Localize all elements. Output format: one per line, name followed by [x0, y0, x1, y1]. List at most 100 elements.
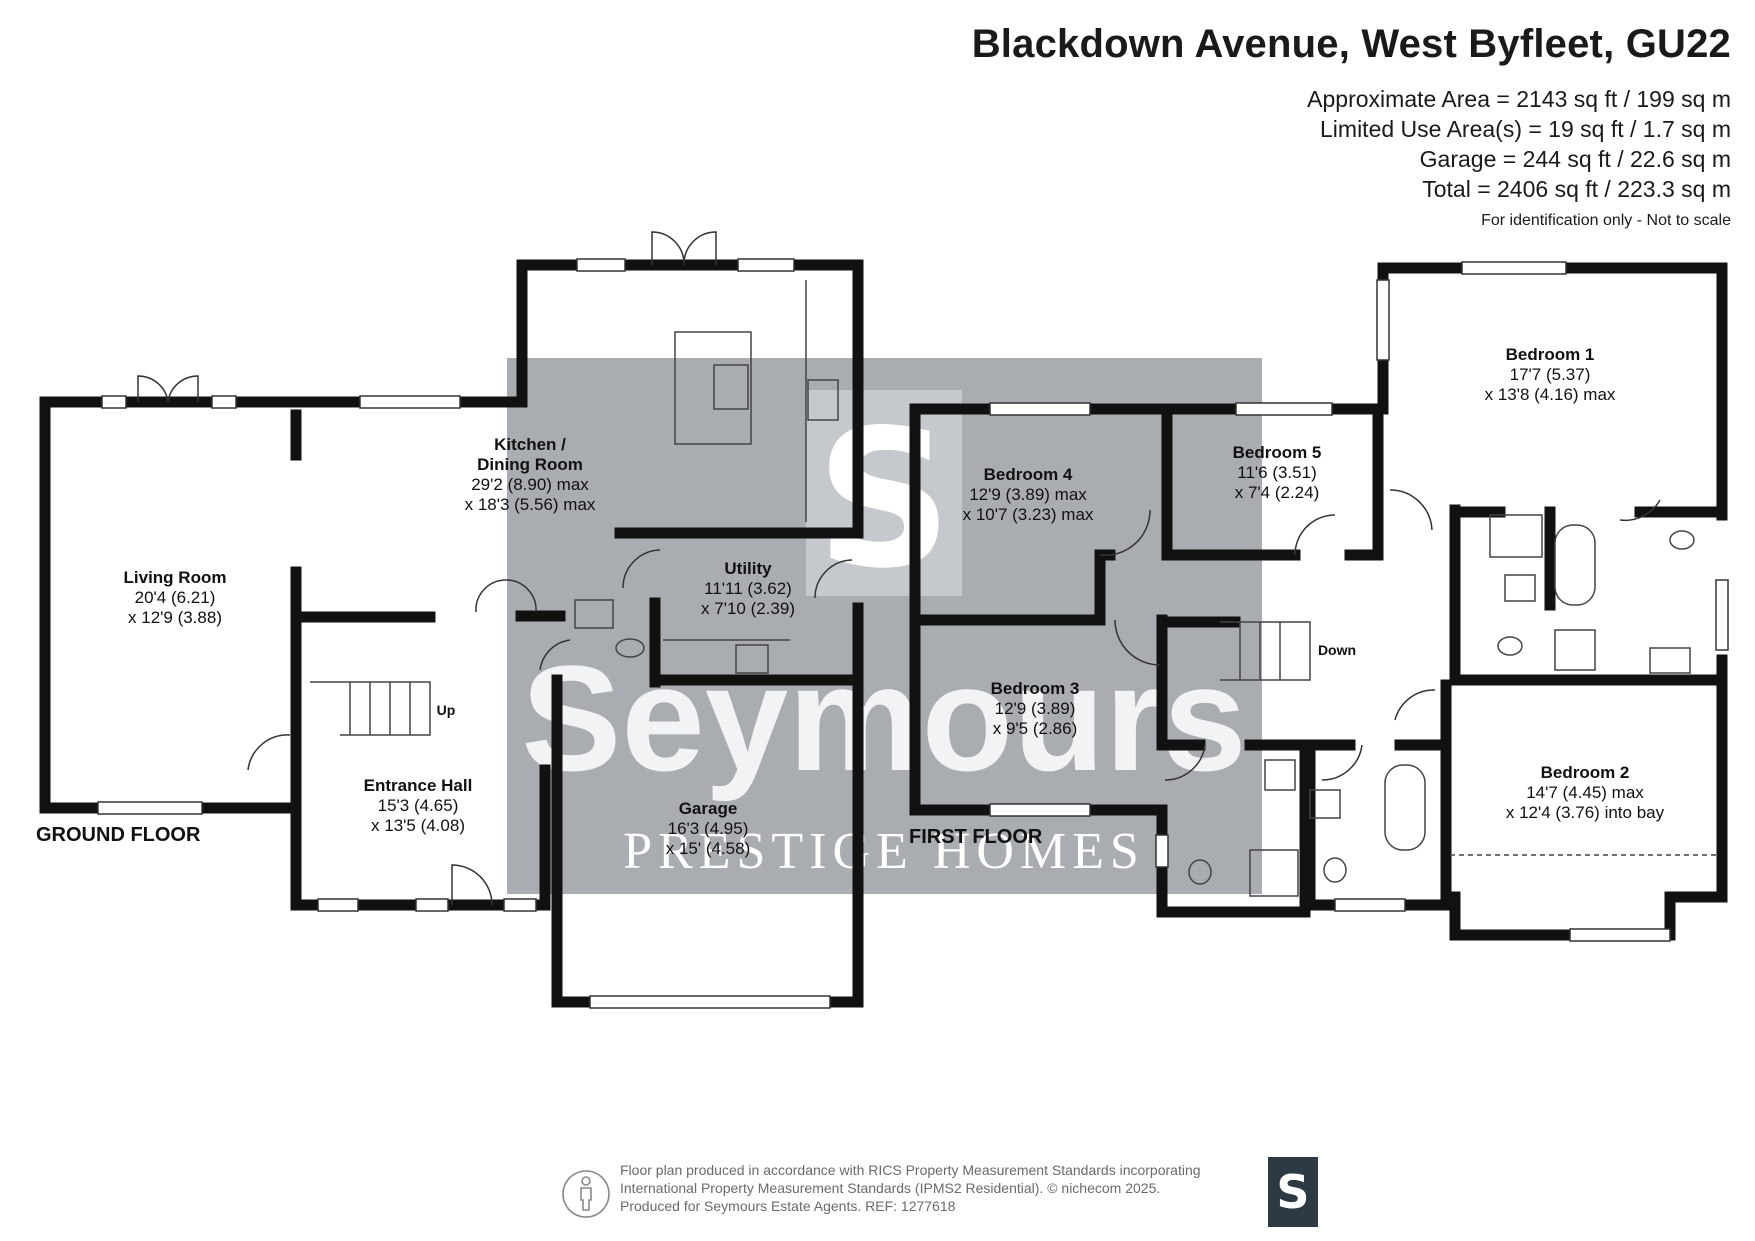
stairs-down-label: Down: [1318, 642, 1356, 658]
watermark-s-letter: S: [816, 389, 953, 610]
bathroom-bath: [1384, 764, 1426, 851]
shower-room-shower: [1249, 849, 1299, 897]
bedroom1-name: Bedroom 1: [1506, 345, 1595, 364]
ground-floor-label: GROUND FLOOR: [36, 824, 201, 846]
bedroom3-name: Bedroom 3: [991, 679, 1080, 698]
bed3-door: [1114, 619, 1161, 666]
kitchen-hob: [807, 379, 839, 421]
kitchen-window-right: [737, 258, 795, 272]
scale-disclaimer: For identification only - Not to scale: [1481, 212, 1731, 229]
bedroom5-dim2: x 7'4 (2.24): [1235, 483, 1320, 502]
seymours-logo: S: [1268, 1157, 1318, 1227]
first-floor-label: FIRST FLOOR: [909, 826, 1043, 848]
garage-area: Garage = 244 sq ft / 22.6 sq m: [1419, 146, 1731, 172]
wc-toilet: [615, 638, 645, 658]
living-window-top-wide: [359, 395, 461, 409]
kitchen-dim1: 29'2 (8.90) max: [471, 475, 589, 494]
kitchen-window-left: [576, 258, 626, 272]
bedroom1-dim1: 17'7 (5.37): [1510, 365, 1591, 384]
living-french-doors: [137, 375, 199, 403]
bed3-window: [989, 803, 1091, 817]
bed1-window-left: [1376, 279, 1390, 361]
total-area: Total = 2406 sq ft / 223.3 sq m: [1422, 176, 1731, 202]
living-window-top-left: [101, 395, 127, 409]
bedroom4-dim1: 12'9 (3.89) max: [969, 485, 1087, 504]
kitchen-left-wall: [516, 259, 864, 531]
bed5-window: [1235, 402, 1333, 416]
garage-name: Garage: [679, 799, 738, 818]
ensuite-basin-left: [1504, 574, 1536, 602]
entrance-window-right: [415, 898, 449, 912]
utility-name: Utility: [724, 559, 772, 578]
entrance-hall-name: Entrance Hall: [364, 776, 473, 795]
entrance-door: [451, 864, 493, 906]
bedroom5-dim1: 11'6 (3.51): [1237, 463, 1316, 482]
garage-dim2: x 15' (4.58): [666, 839, 751, 858]
bed1-window-top: [1461, 261, 1567, 275]
bed4-window: [989, 402, 1091, 416]
living-entrance-door: [247, 734, 291, 771]
bathroom-toilet: [1323, 857, 1347, 883]
footer-line-3: Produced for Seymours Estate Agents. REF…: [620, 1198, 956, 1214]
ensuite-door: [1619, 499, 1661, 522]
ensuite-toilet: [1669, 530, 1695, 550]
kitchen-name2: Dining Room: [477, 455, 583, 474]
utility-dim1: 11'11 (3.62): [704, 579, 792, 598]
bedroom3-dim2: x 9'5 (2.86): [993, 719, 1078, 738]
living-room-dim2: x 12'9 (3.88): [128, 608, 222, 627]
stairs-up-label: Up: [437, 702, 456, 718]
footer-line-1: Floor plan produced in accordance with R…: [620, 1162, 1201, 1178]
ensuite-toilet-2: [1497, 636, 1523, 656]
wc-basin: [574, 599, 614, 629]
bed5-door: [1294, 514, 1336, 556]
bedroom2-dim2: x 12'4 (3.76) into bay: [1506, 803, 1665, 822]
watermark-s-box: [806, 390, 962, 596]
living-window-bottom: [97, 801, 203, 815]
windows: [97, 258, 1729, 1009]
limited-use-area: Limited Use Area(s) = 19 sq ft / 1.7 sq …: [1320, 116, 1731, 142]
bathroom-door: [1321, 744, 1363, 781]
ensuite-window: [1715, 579, 1729, 651]
stairs-first: [1220, 621, 1311, 681]
living-window-top-right: [211, 395, 237, 409]
stair-door: [1164, 744, 1206, 781]
ensuite-bath: [1554, 524, 1596, 606]
watermark-subtitle: PRESTIGE HOMES: [623, 823, 1145, 880]
ensuite-walls: [1449, 504, 1726, 686]
utility-sink: [735, 644, 769, 674]
fixtures: [310, 280, 1718, 897]
bedroom3-dim1: 12'9 (3.89): [995, 699, 1076, 718]
utility-door: [622, 549, 661, 589]
wc-door: [539, 639, 571, 671]
kitchen-name1: Kitchen /: [494, 435, 566, 454]
entrance-window-far-right: [503, 898, 537, 912]
shower-room-toilet: [1188, 859, 1212, 885]
person-icon: [562, 1170, 610, 1218]
bed2-bay-window: [1569, 928, 1671, 942]
garage-door: [589, 995, 831, 1009]
shower-window: [1155, 834, 1169, 868]
bed1-door: [1389, 489, 1433, 531]
doors: [137, 231, 1661, 906]
living-room-name: Living Room: [124, 568, 227, 587]
watermark-brand: Seymours: [521, 634, 1246, 802]
utility-dim2: x 7'10 (2.39): [701, 599, 795, 618]
bedroom1-dim2: x 13'8 (4.16) max: [1485, 385, 1616, 404]
entrance-window-left: [317, 898, 359, 912]
ensuite-shower-2: [1554, 629, 1596, 671]
living-room-dim1: 20'4 (6.21): [135, 588, 216, 607]
property-title: Blackdown Avenue, West Byfleet, GU22: [971, 22, 1731, 66]
bedroom2-name: Bedroom 2: [1541, 763, 1630, 782]
footer-text: Floor plan produced in accordance with R…: [620, 1161, 1201, 1215]
watermark: S Seymours PRESTIGE HOMES: [507, 358, 1262, 894]
bed5-right-wall: [1344, 403, 1384, 561]
shower-room-basin: [1264, 759, 1296, 791]
room-labels: Living Room 20'4 (6.21) x 12'9 (3.88) Ki…: [124, 345, 1665, 858]
ensuite-basin-right: [1649, 647, 1691, 674]
bed4-door: [1099, 509, 1151, 557]
bedroom4-name: Bedroom 4: [984, 465, 1073, 484]
shower-room-walls: [1156, 739, 1311, 918]
kitchen-dim2: x 18'3 (5.56) max: [465, 495, 596, 514]
garage-dim1: 16'3 (4.95): [668, 819, 749, 838]
